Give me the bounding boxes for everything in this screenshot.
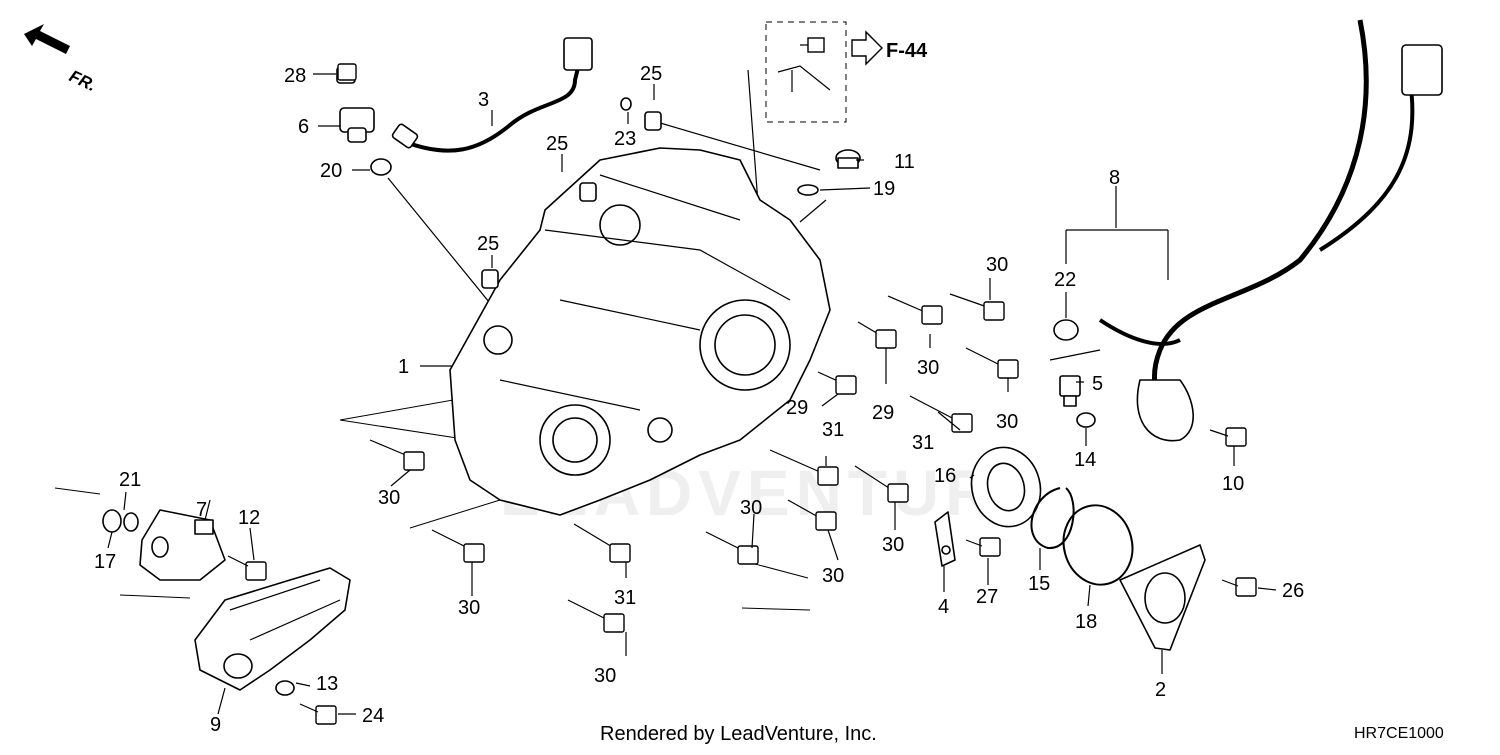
callout-24: 24: [362, 705, 384, 727]
callout-7: 7: [196, 499, 207, 521]
callout-31b: 31: [912, 432, 934, 454]
position-sensor-icon: [139, 509, 226, 581]
callout-29a: 29: [786, 397, 808, 419]
drain-plug-icon: [797, 149, 861, 196]
callout-9: 9: [210, 714, 221, 736]
reference-arrow-icon: [851, 30, 883, 66]
sealing-washer-icon: [1076, 412, 1096, 428]
callout-31c: 31: [614, 587, 636, 609]
callout-16: 16: [934, 465, 956, 487]
callout-11: 11: [894, 151, 915, 173]
callout-12: 12: [238, 507, 260, 529]
sensor-harness-icon: [391, 37, 593, 153]
callout-30e: 30: [882, 534, 904, 556]
callout-25b: 25: [546, 133, 568, 155]
front-direction-label: FR.: [66, 66, 99, 95]
callout-30h: 30: [458, 597, 480, 619]
sensor-cover-icon: [194, 567, 351, 691]
circlip-icon: [1030, 487, 1075, 550]
callout-18: 18: [1075, 611, 1097, 633]
callout-26: 26: [1282, 580, 1304, 602]
flange-bolt-icon: [227, 63, 1257, 725]
callout-labels: 1 2 3 4 5 6 7 8 9 10 11 12 13 14 15 16 1…: [94, 63, 1304, 736]
callout-28: 28: [284, 65, 306, 87]
callout-14: 14: [1074, 449, 1096, 471]
callout-30i: 30: [594, 665, 616, 687]
reference-label: F-44: [886, 40, 928, 62]
callout-10: 10: [1222, 473, 1244, 495]
callout-1: 1: [398, 356, 409, 378]
callout-19: 19: [873, 178, 895, 200]
diagram-code: HR7CE1000: [1354, 725, 1444, 742]
callout-30a: 30: [986, 254, 1008, 276]
reference-bolt-icon: [777, 37, 831, 92]
callout-4: 4: [938, 596, 949, 618]
o-ring-icon: [1062, 504, 1134, 586]
callout-30f: 30: [822, 565, 844, 587]
callout-13: 13: [316, 673, 338, 695]
neutral-switch-icon: [1059, 375, 1081, 407]
footer-credit: Rendered by LeadVenture, Inc.: [600, 723, 877, 745]
washer-17-icon: [102, 509, 122, 533]
callout-20: 20: [320, 160, 342, 182]
callout-23: 23: [614, 128, 636, 150]
callout-21: 21: [119, 469, 141, 491]
callout-27: 27: [976, 586, 998, 608]
callout-29b: 29: [872, 402, 894, 424]
callout-8: 8: [1109, 167, 1120, 189]
callout-31a: 31: [822, 419, 844, 441]
callout-30g: 30: [378, 487, 400, 509]
callout-3: 3: [478, 89, 489, 111]
o-ring-small-icon: [1053, 319, 1079, 341]
callout-30c: 30: [996, 411, 1018, 433]
reference-box: [765, 21, 847, 123]
o-ring-21-icon: [123, 512, 139, 532]
dowel-pin-icon: [481, 97, 662, 289]
callout-2: 2: [1155, 679, 1166, 701]
main-wire-harness-icon: [1098, 19, 1443, 442]
speed-sensor-icon: [336, 66, 392, 176]
callout-6: 6: [298, 116, 309, 138]
gasket-icon: [1119, 544, 1206, 651]
bearing-icon: [970, 446, 1042, 528]
callout-22: 22: [1054, 269, 1076, 291]
callout-5: 5: [1092, 373, 1103, 395]
callout-15: 15: [1028, 573, 1050, 595]
callout-25c: 25: [477, 233, 499, 255]
leader-lines: [107, 73, 1277, 715]
right-crankcase-cover: [449, 147, 831, 516]
bracket-icon: [934, 511, 956, 567]
callout-25a: 25: [640, 63, 662, 85]
washer-13-icon: [275, 680, 295, 696]
front-direction-arrow-icon: [24, 24, 70, 54]
callout-30d: 30: [740, 497, 762, 519]
callout-30b: 30: [917, 357, 939, 379]
callout-17: 17: [94, 551, 116, 573]
